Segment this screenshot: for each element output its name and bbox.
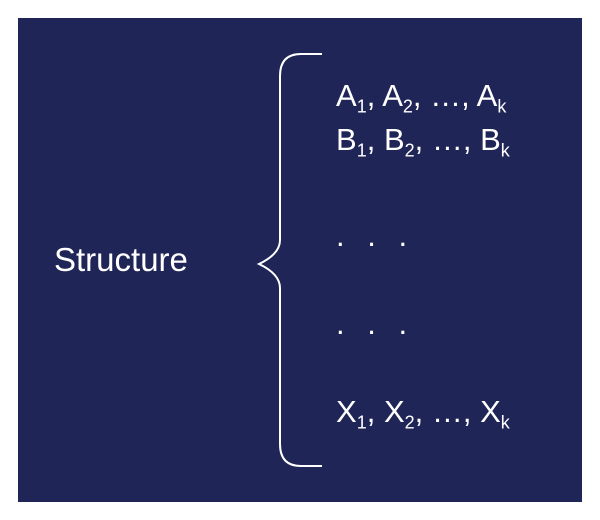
row-x: X1, X2, …, Xk: [336, 394, 510, 433]
row-b: B1, B2, …, Bk: [336, 122, 510, 161]
term-b-k: Bk: [480, 122, 510, 161]
separator: ,: [366, 394, 384, 429]
separator: ,: [366, 78, 383, 113]
term-a-2: A2: [382, 78, 413, 117]
term-a-1: A1: [336, 78, 367, 117]
term-x-2: X2: [383, 394, 415, 433]
separator: , …,: [412, 78, 477, 113]
structure-label: Structure: [54, 241, 188, 278]
diagram-panel: Structure A1, A2, …, Ak B1, B2, …, Bk . …: [18, 18, 582, 502]
separator: ,: [366, 122, 384, 157]
ellipsis-upper: . . .: [336, 218, 415, 253]
curly-brace-icon: [256, 53, 322, 467]
row-a: A1, A2, …, Ak: [336, 78, 507, 117]
separator: , …,: [414, 394, 481, 429]
term-x-k: Xk: [480, 394, 510, 433]
term-x-1: X1: [336, 394, 367, 433]
term-b-2: B2: [383, 122, 415, 161]
ellipsis-lower: . . .: [336, 306, 415, 341]
term-b-1: B1: [336, 122, 367, 161]
separator: , …,: [414, 122, 481, 157]
term-a-k: Ak: [476, 78, 507, 117]
